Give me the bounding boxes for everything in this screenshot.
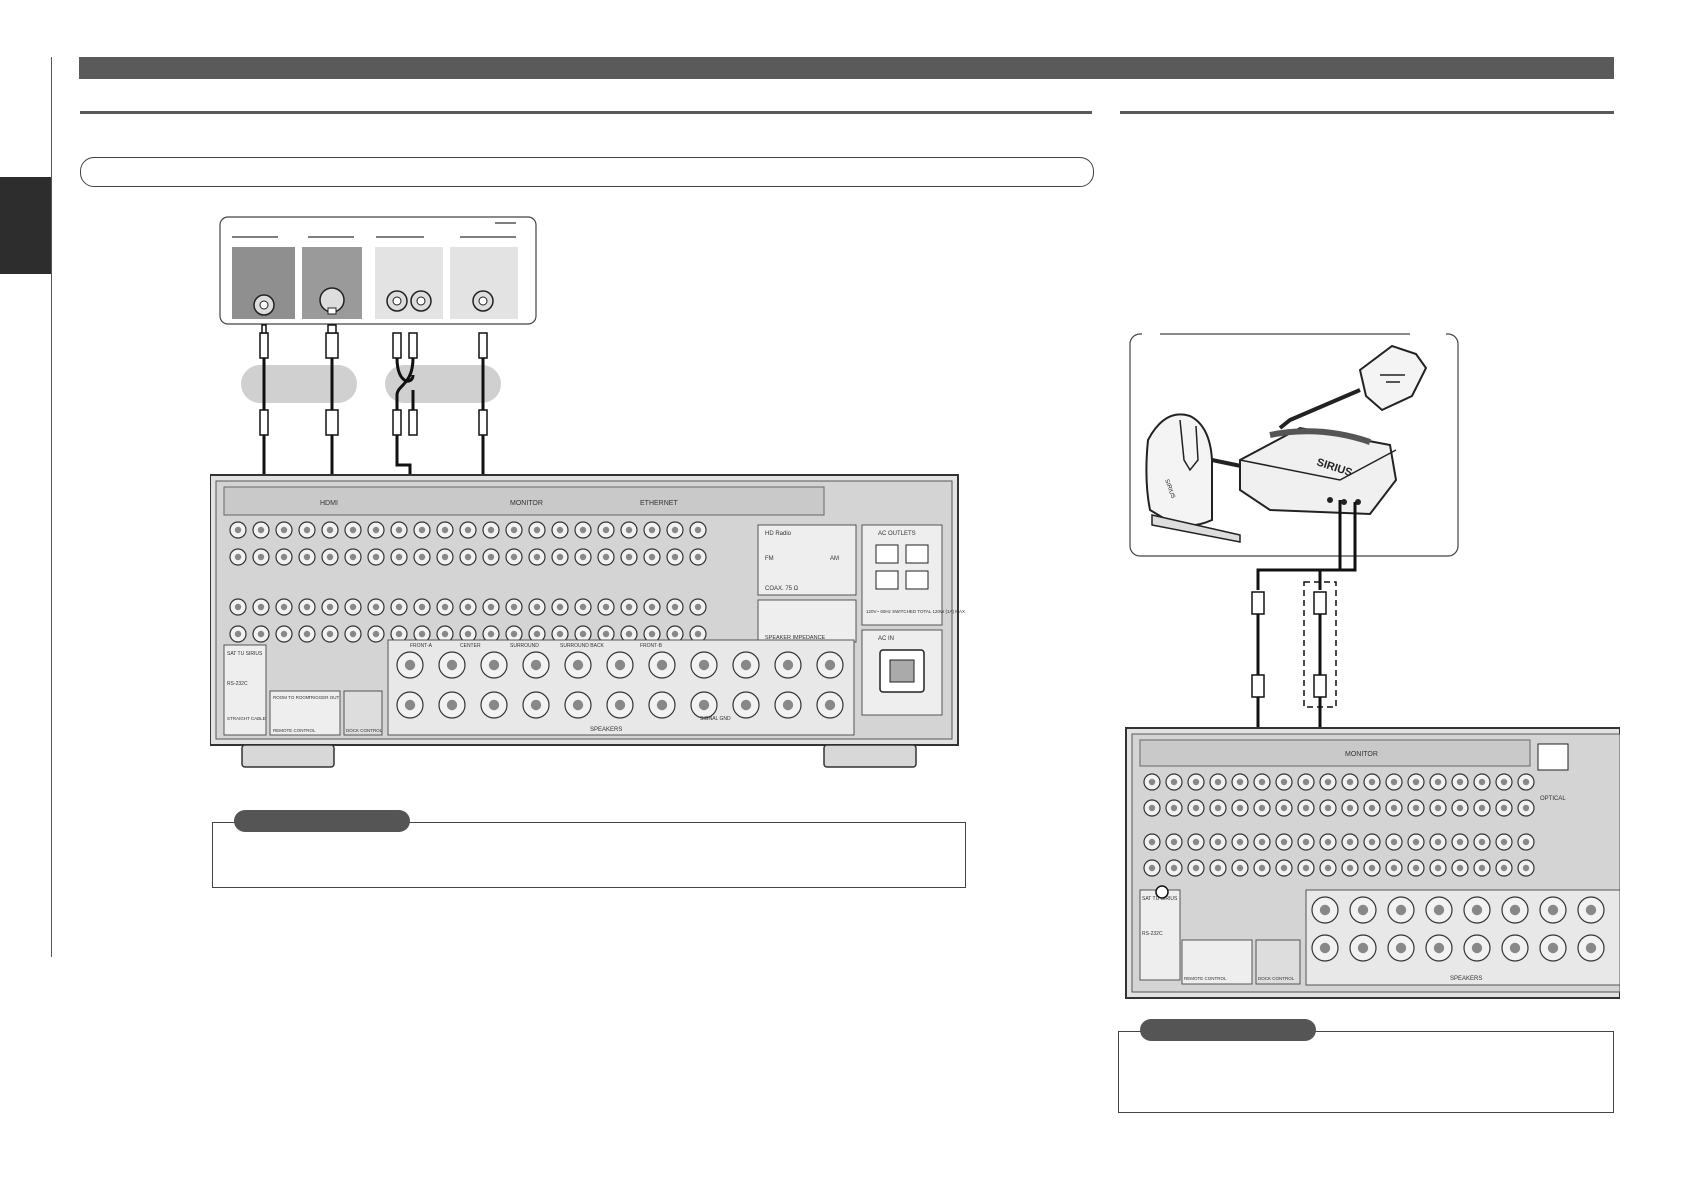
partial-speakers-text: SPEAKERS	[1450, 976, 1482, 982]
receiver-monitor-text: MONITOR	[510, 500, 543, 507]
receiver-front-b-text: FRONT-B	[640, 643, 663, 649]
receiver-foot-right	[823, 744, 917, 768]
side-tab-1[interactable]	[0, 57, 51, 178]
note-tag-right	[1140, 1019, 1316, 1041]
partial-remote-control-text: REMOTE CONTROL	[1184, 976, 1227, 981]
side-tab-7[interactable]	[0, 635, 51, 729]
side-tab-8[interactable]	[0, 728, 51, 854]
side-tab-6[interactable]	[0, 515, 51, 636]
receiver-center-text: CENTER	[460, 643, 481, 649]
receiver-remote-control-text: REMOTE CONTROL	[273, 728, 316, 733]
note-box-right	[1118, 1031, 1614, 1113]
receiver-signal-gnd-text: SIGNAL GND	[700, 716, 731, 722]
side-tab-rail	[0, 57, 52, 957]
section-rule-right	[1120, 111, 1614, 114]
receiver-foot-left	[241, 744, 335, 768]
receiver-jack-grid	[229, 521, 707, 643]
partial-rs232c-text: RS-232C	[1142, 931, 1163, 937]
subheading-pill	[80, 157, 1094, 187]
receiver-sat-tu-text: SAT TU SIRIUS	[227, 651, 263, 657]
receiver-surround-back-text: SURROUND BACK	[560, 643, 605, 649]
sirius-connection-diagram: SIRIUS SIRIUS MONITOR OPTICAL SAT TU SIR…	[1125, 332, 1620, 999]
note-box-left	[212, 822, 966, 888]
receiver-dock-control-text: DOCK CONTROL	[346, 728, 383, 733]
receiver-room-to-room-text: ROOM TO ROOM	[273, 695, 310, 700]
section-rule-left	[80, 111, 1092, 114]
partial-monitor-text: MONITOR	[1345, 751, 1378, 758]
side-tab-9[interactable]	[0, 853, 51, 957]
tv-audio-jack-panel	[375, 247, 443, 319]
receiver-rs232c-text: RS-232C	[227, 681, 248, 687]
side-tab-5[interactable]	[0, 422, 51, 516]
header-band	[79, 57, 1614, 79]
receiver-trigger-out-text: TRIGGER OUT	[308, 695, 340, 700]
partial-dock-control-text: DOCK CONTROL	[1258, 976, 1295, 981]
side-tab-3[interactable]	[0, 274, 51, 349]
sirius-power-adapter	[1358, 344, 1428, 412]
receiver-surround-text: SURROUND	[510, 643, 539, 649]
receiver-front-a-text: FRONT-A	[410, 643, 433, 649]
receiver-ac-rating-text: 120V~ 60Hz SWITCHED TOTAL 120W (1A) MAX.	[866, 609, 966, 614]
receiver-hd-radio-text: HD Radio	[765, 531, 792, 537]
sirius-antenna	[1145, 413, 1213, 527]
receiver-am-text: AM	[830, 556, 839, 562]
tv-connection-diagram: HDMI MONITOR ETHERNET HD Radio FM AM COA…	[210, 216, 966, 768]
receiver-impedance-text: SPEAKER IMPEDANCE	[765, 635, 826, 641]
partial-optical-text: OPTICAL	[1540, 796, 1566, 802]
side-tab-2-active[interactable]	[0, 177, 51, 275]
receiver-ac-outlets-text: AC OUTLETS	[878, 531, 916, 537]
receiver-ethernet-text: ETHERNET	[640, 500, 678, 507]
receiver-ac-in-text: AC IN	[878, 636, 894, 642]
receiver-hdmi-text: HDMI	[320, 500, 338, 507]
receiver-straight-cable-text: STRAIGHT CABLE	[227, 716, 266, 721]
cable-label-bubble-video	[241, 365, 357, 403]
side-tab-4[interactable]	[0, 348, 51, 423]
note-tag-left	[234, 810, 410, 832]
receiver-fm-text: FM	[765, 556, 774, 562]
partial-sat-tu-text: SAT TU SIRIUS	[1142, 896, 1178, 902]
receiver-speakers-text: SPEAKERS	[590, 727, 622, 733]
receiver-coax-text: COAX. 75 Ω	[765, 586, 799, 592]
